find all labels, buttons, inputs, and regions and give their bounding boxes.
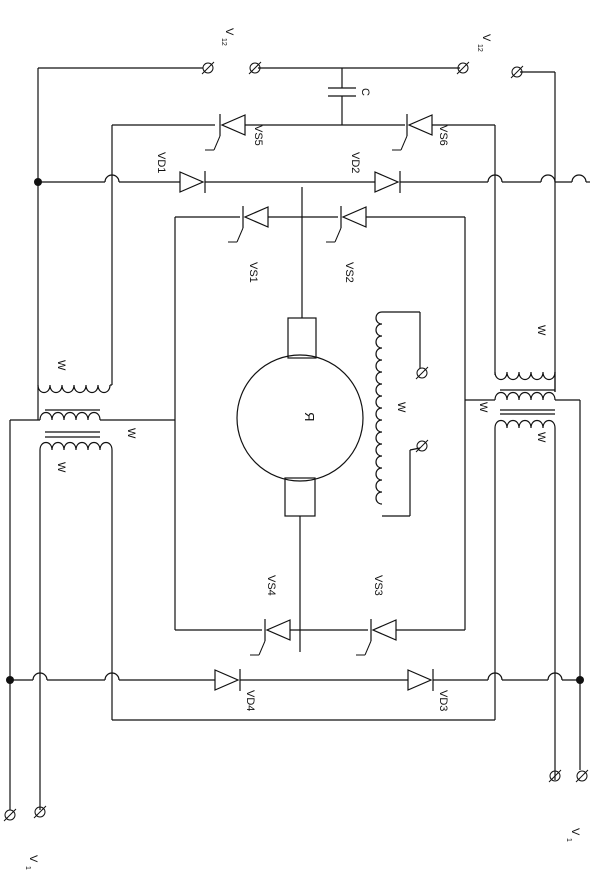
terminal-top-2 [248,61,262,75]
label-vs4: VS4 [265,575,277,596]
terminal-field-1 [415,366,429,380]
label-vd1: VD1 [155,152,167,173]
terminal-bottom-left-1 [3,808,17,822]
label-vs2: VS2 [343,262,355,283]
top-supply-wiring [37,67,556,420]
label-v1-right: V [569,828,581,836]
capacitor-c: C [328,68,371,125]
thyristor-vs3: VS3 [356,575,397,656]
terminal-bottom-right-1 [548,680,589,783]
motor-armature: Я [236,187,364,652]
label-vd2: VD2 [349,152,361,173]
label-v12-left: V [223,28,235,36]
thyristor-vs1: VS1 [228,206,269,283]
label-w-left-primary: W [125,428,137,439]
diode-vd4: VD4 [214,669,256,711]
terminal-top-4 [510,65,524,79]
right-transformer: W W W [465,325,581,780]
terminal-top-3 [456,61,470,75]
label-motor: Я [302,412,317,421]
junction-dot-top-left [34,178,42,186]
label-v12-right-sub: 12 [476,44,483,52]
label-w-left-upper: W [55,360,67,371]
junction-dot-bottom-left [6,676,14,684]
label-v1-right-sub: 1 [565,838,572,842]
label-w-left-lower: W [55,462,67,473]
label-w-right-upper: W [535,325,547,336]
diode-vd2: VD2 [349,152,401,193]
label-v12-left-sub: 12 [220,38,227,46]
vs5-vs6-rail [111,124,496,385]
label-vs6: VS6 [437,125,449,146]
thyristor-vs2: VS2 [326,206,367,283]
label-v1-left: V [27,855,39,863]
label-v1-left-sub: 1 [24,866,31,870]
label-vd4: VD4 [244,690,256,711]
label-vd3: VD3 [437,690,449,711]
label-w-right-lower: W [535,432,547,443]
terminal-field-2 [415,439,429,453]
thyristor-vs4: VS4 [250,575,291,656]
label-vs3: VS3 [372,575,384,596]
label-w-right-primary: W [477,402,489,413]
diode-vd3: VD3 [407,669,449,711]
label-c: C [359,88,371,96]
diode-vd1: VD1 [155,152,206,193]
inner-bridge-frame [174,216,466,631]
terminal-bottom-left-2 [33,805,47,819]
terminal-top-1 [201,61,215,75]
thyristor-vs5: VS5 [205,114,264,151]
label-vs5: VS5 [252,125,264,146]
label-vs1: VS1 [247,262,259,283]
field-winding: W [375,311,421,517]
vd-bottom-rail [10,672,580,681]
label-w-field: W [395,402,407,413]
left-transformer: W W W [9,360,175,810]
vd-top-rail [38,174,590,183]
label-v12-right: V [480,34,492,42]
thyristor-vs6: VS6 [392,114,449,151]
